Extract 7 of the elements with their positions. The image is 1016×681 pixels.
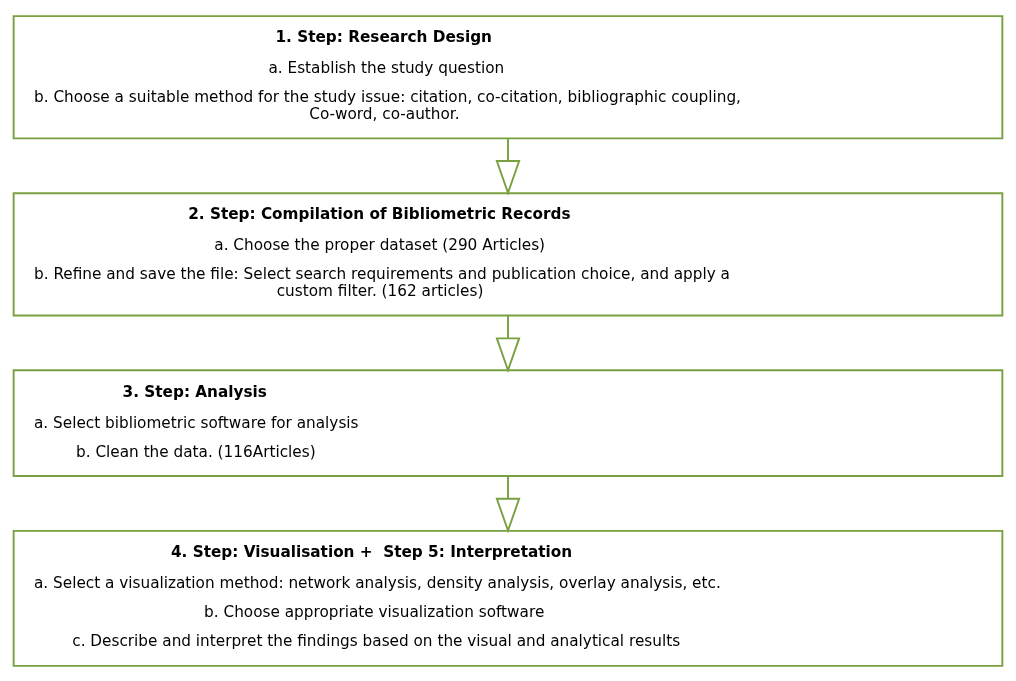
node-box: 4. Step: Visualisation + Step 5: Interpretation a. Select a visualization method: network analysis, density analysis, overlay analysis, etc. b. Choose appropriate visualization software c. Describe and interpret the findings based on the visual and analytical results bbox=[12, 529, 1004, 667]
node-box: 2. Step: Compilation of Bibliometric Records a. Choose the proper dataset (290 Articles) b. Refine and save the file: Select search requirements and publication choice, and apply a custom filter. (162 articles) bbox=[12, 191, 1004, 316]
arrow bbox=[495, 314, 521, 373]
node-box: 3. Step: Analysis a. Select bibliometric software for analysis b. Clean the data. (116Articles) bbox=[12, 368, 1004, 477]
node-box: 1. Step: Research Design a. Establish the study question b. Choose a suitable method for the study issue: citation, co-citation, bibliographic coupling, Co-word, co-author. bbox=[12, 14, 1004, 139]
arrow bbox=[495, 137, 521, 196]
arrow bbox=[495, 474, 521, 533]
